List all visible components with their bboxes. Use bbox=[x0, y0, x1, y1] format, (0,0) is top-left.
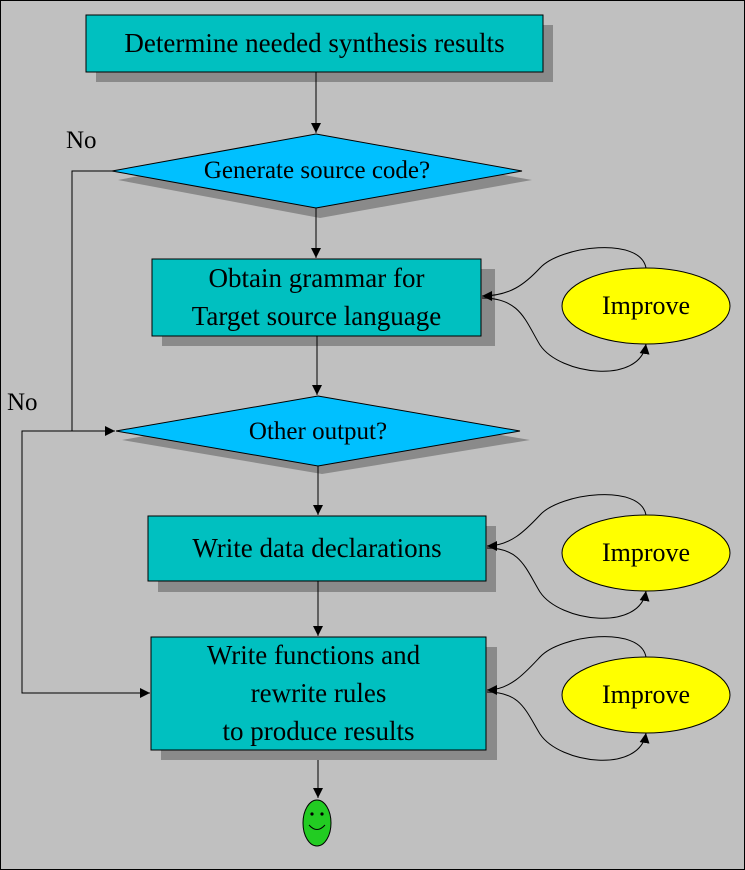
no-branch-other bbox=[21, 430, 150, 698]
write-data-label: Write data declarations bbox=[192, 533, 442, 563]
determine-box bbox=[85, 14, 553, 82]
improve-label-1: Improve bbox=[601, 291, 691, 320]
generate-label: Generate source code? bbox=[203, 157, 431, 184]
improve-label-2: Improve bbox=[601, 538, 691, 567]
functions-box bbox=[150, 636, 497, 760]
smiley-face-icon bbox=[302, 799, 332, 847]
other-output-label: Other output? bbox=[248, 418, 388, 445]
flow-arrows bbox=[311, 72, 323, 798]
write-data-box bbox=[147, 515, 496, 592]
no-branch-generate bbox=[71, 170, 115, 436]
improve-loop-3 bbox=[486, 636, 650, 761]
no-label-generate: No bbox=[66, 127, 97, 154]
grammar-label-line2: Target source language bbox=[191, 301, 442, 331]
improve-loop-1 bbox=[481, 247, 650, 372]
functions-label-line3: to produce results bbox=[222, 716, 415, 746]
improve-label-3: Improve bbox=[601, 680, 691, 709]
functions-label-line1: Write functions and bbox=[206, 640, 421, 670]
functions-label-line2: rewrite rules bbox=[250, 678, 387, 708]
determine-label: Determine needed synthesis results bbox=[124, 28, 505, 58]
grammar-box bbox=[151, 258, 495, 346]
no-label-other: No bbox=[7, 389, 38, 416]
grammar-label-line1: Obtain grammar for bbox=[208, 263, 425, 293]
other-output-diamond bbox=[115, 395, 530, 474]
improve-loop-2 bbox=[486, 494, 650, 619]
